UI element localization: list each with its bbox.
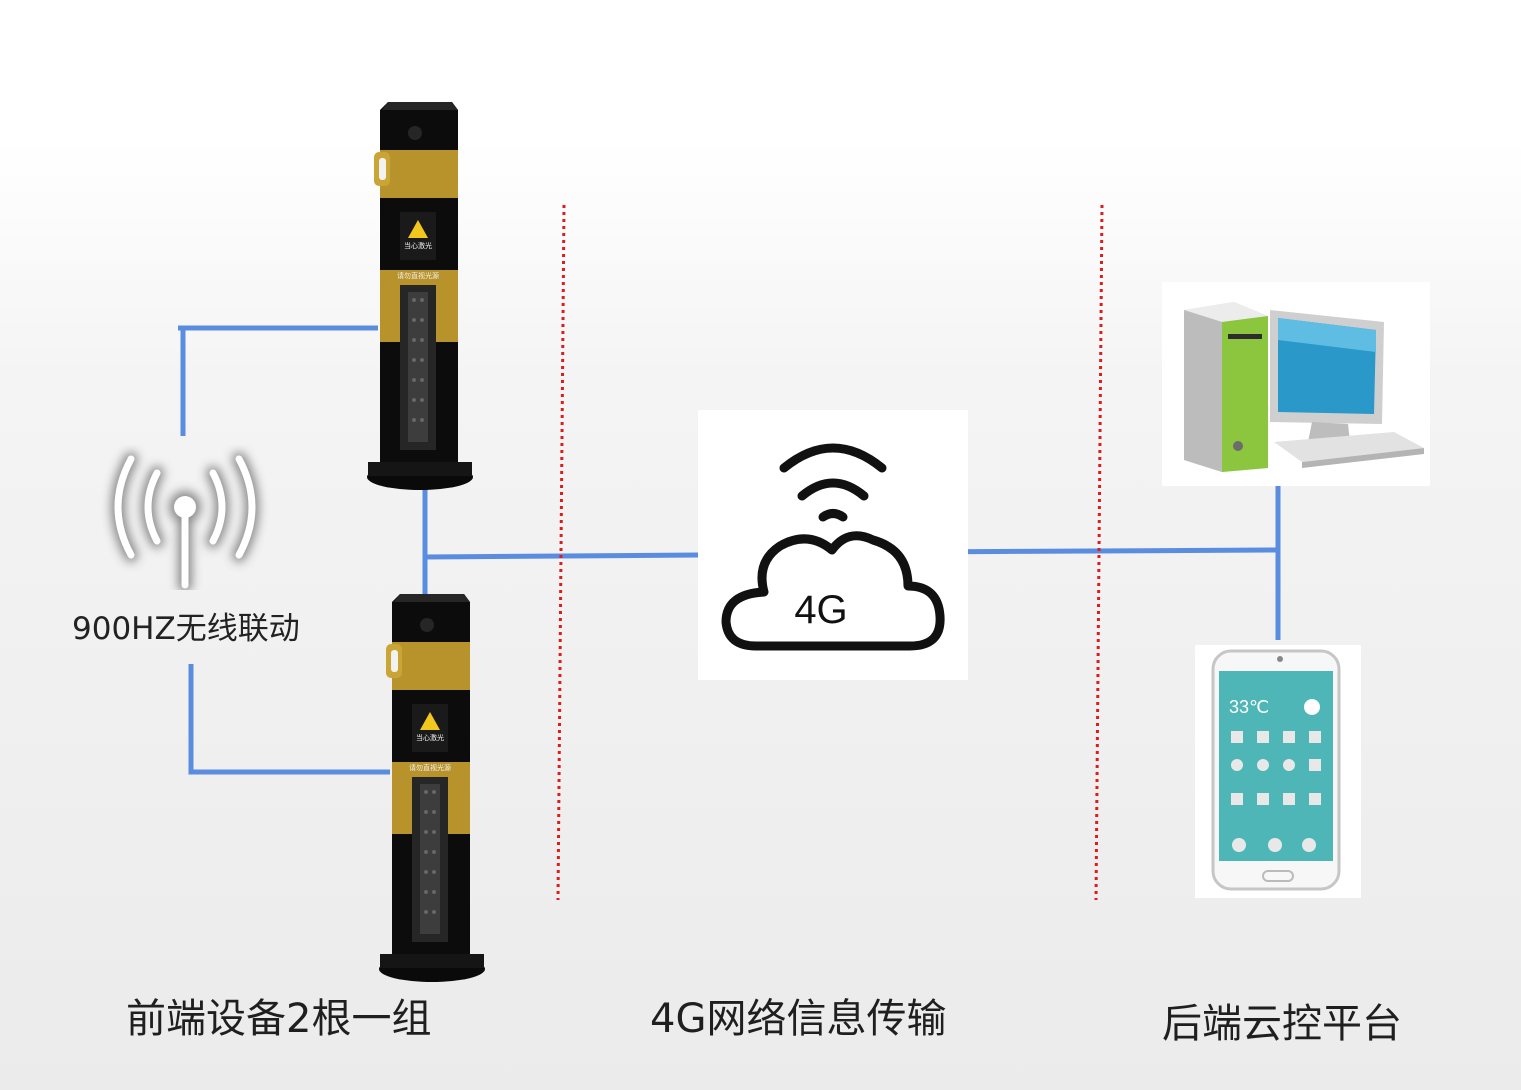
- wireless-antenna-icon: [111, 452, 259, 590]
- laser-unit-top: 当心激光 请勿直视光源: [367, 102, 473, 490]
- section-backend-label: 后端云控平台: [1162, 1001, 1402, 1047]
- cloud-4g-label: 4G: [794, 588, 847, 632]
- unit-warning-text-top: 当心激光: [404, 241, 432, 250]
- network-link-right: [909, 547, 1279, 555]
- wireless-link-bottom: [188, 664, 390, 775]
- unit-sub-text-top: 请勿直视光源: [397, 271, 439, 280]
- divider-left: [556, 204, 566, 901]
- cloud-4g-icon: 4G: [721, 443, 945, 651]
- phone-temperature: 33℃: [1229, 697, 1269, 717]
- desktop-computer-icon: [1162, 282, 1430, 486]
- section-network-label: 4G网络信息传输: [650, 996, 947, 1042]
- section-frontend-label: 前端设备2根一组: [126, 996, 432, 1042]
- wireless-label: 900HZ无线联动: [72, 611, 300, 647]
- smartphone-icon: 33℃: [1195, 645, 1361, 898]
- unit-sub-text-bottom: 请勿直视光源: [409, 763, 451, 772]
- unit-warning-text-bottom: 当心激光: [416, 733, 444, 742]
- laser-unit-bottom: 当心激光 请勿直视光源: [379, 594, 485, 982]
